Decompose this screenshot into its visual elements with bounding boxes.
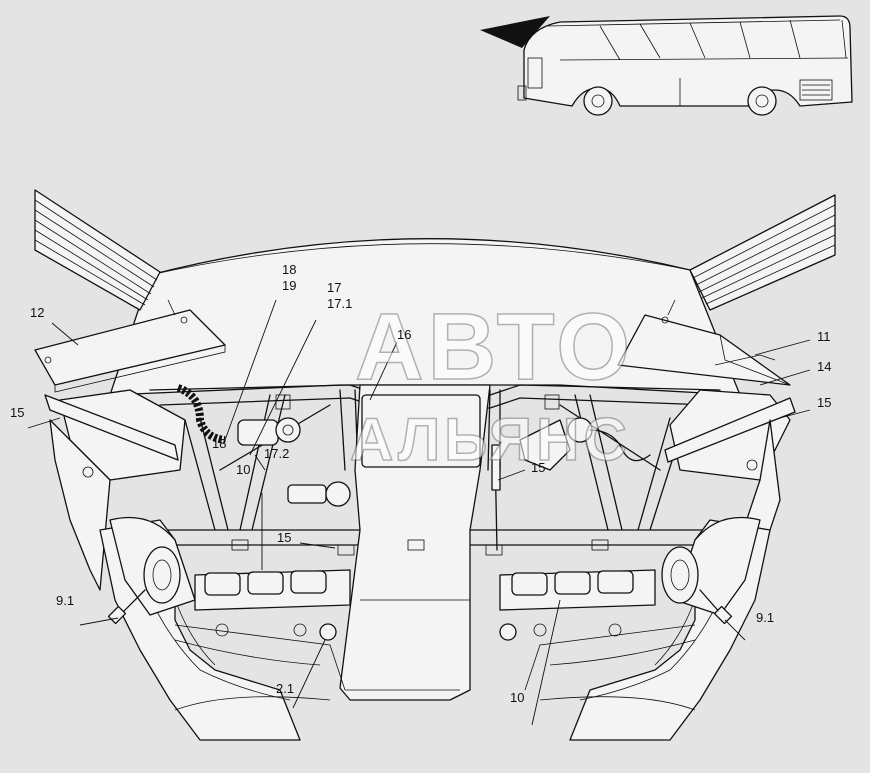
bus-thumbnail — [480, 15, 853, 116]
callout-14: 14 — [817, 359, 832, 374]
left-light-strip — [194, 569, 351, 641]
callout-19: 19 — [282, 278, 297, 293]
panel-11 — [617, 299, 791, 386]
leader-lines — [27, 299, 811, 726]
blower-17 — [237, 417, 301, 446]
callout-15-lower: 15 — [277, 530, 292, 545]
callout-9-1-right: 9.1 — [756, 610, 775, 625]
callout-18: 18 — [282, 262, 297, 277]
callout-10-lower: 10 — [510, 690, 525, 705]
callout-17-2: 17.2 — [264, 446, 290, 461]
right-light-strip — [499, 569, 656, 641]
gas-strut-15 — [491, 444, 501, 551]
callout-9-1-left: 9.1 — [56, 593, 75, 608]
inner-curve-left — [174, 624, 346, 711]
flex-hose-18 — [176, 384, 226, 444]
center-duct — [339, 384, 491, 701]
heater-valve — [519, 417, 651, 471]
callout-17-1: 17.1 — [327, 296, 353, 311]
callout-12: 12 — [30, 305, 45, 320]
left-ribbed-duct — [34, 189, 161, 311]
watermark-line2: АЛЬЯНС — [349, 406, 631, 473]
callout-16: 16 — [397, 327, 412, 342]
callout-10-upper: 10 — [236, 462, 251, 477]
panel-12 — [34, 299, 226, 393]
right-speaker-unit — [661, 516, 761, 625]
fasteners — [231, 394, 609, 556]
callout-15-left: 15 — [10, 405, 25, 420]
callout-18-low: 18 — [212, 436, 227, 451]
left-trays — [44, 389, 186, 591]
watermark-line1: АВТО — [354, 294, 635, 400]
right-ribbed-duct — [689, 194, 836, 311]
view-direction-arrow — [480, 16, 550, 48]
fan-motor — [287, 481, 351, 507]
callout-2-1: 2.1 — [276, 681, 295, 696]
inner-curve-right — [524, 624, 696, 711]
right-trays — [664, 389, 796, 581]
callout-11: 11 — [817, 329, 831, 344]
left-speaker-unit — [107, 516, 196, 625]
callout-15-right: 15 — [817, 395, 832, 410]
callout-15-center: 15 — [531, 460, 546, 475]
callout-17: 17 — [327, 280, 342, 295]
